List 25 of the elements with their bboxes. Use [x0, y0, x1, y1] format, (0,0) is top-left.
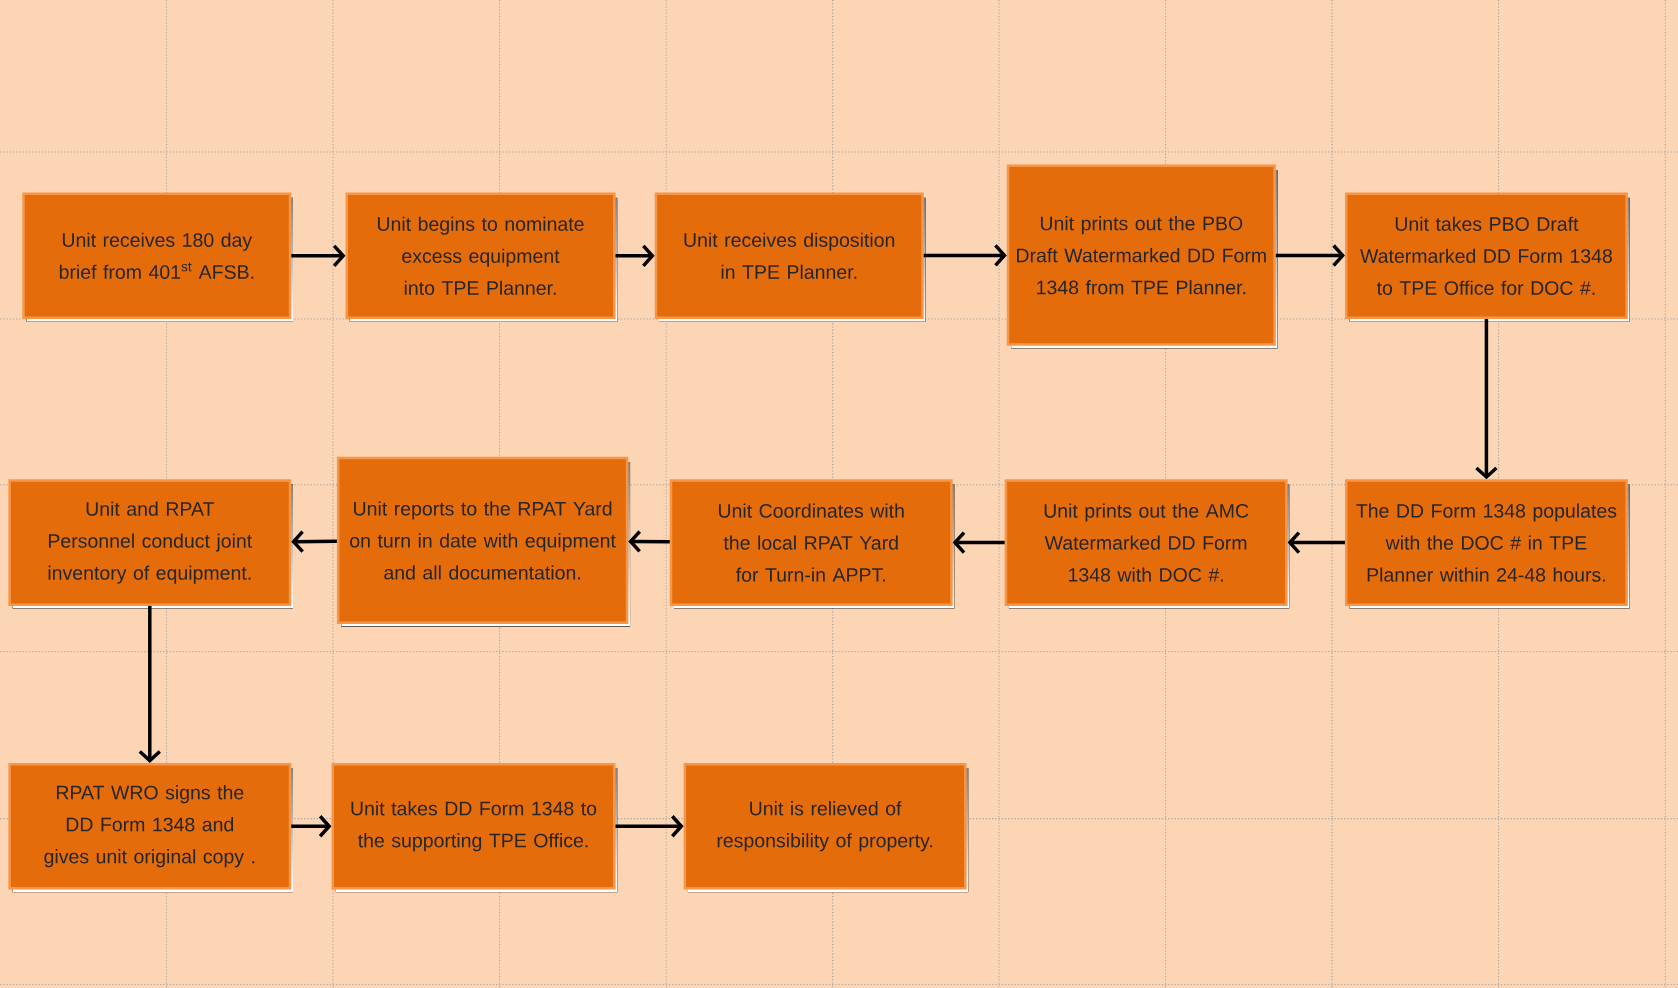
process-box: Unit reports to the RPAT Yard on turn in date with equipment and all documentation.	[336, 456, 629, 625]
process-box: The DD Form 1348 populates with the DOC # in TPE Planner within 24-48 hours.	[1344, 479, 1628, 606]
arrow	[615, 815, 684, 838]
process-box: Unit receives disposition in TPE Planner.	[654, 192, 924, 320]
arrow	[615, 244, 655, 267]
process-box: Unit begins to nominate excess equipment into TPE Planner.	[345, 192, 616, 320]
arrow	[291, 244, 346, 267]
process-box: Unit takes DD Form 1348 to the supporting TPE Office.	[331, 762, 616, 890]
arrow	[1275, 244, 1345, 267]
process-box: Unit takes PBO Draft Watermarked DD Form 1348 to TPE Office for DOC #.	[1344, 192, 1628, 320]
process-box: Unit prints out the PBO Draft Watermarked DD Form 1348 from TPE Planner.	[1006, 164, 1276, 346]
process-box: Unit Coordinates with the local RPAT Yard for Turn-in APPT.	[669, 479, 953, 606]
process-box: Unit is relieved of responsibility of property.	[683, 762, 967, 890]
arrow	[952, 531, 1005, 554]
arrow	[628, 530, 670, 553]
arrow	[923, 244, 1007, 267]
arrow	[138, 605, 161, 763]
arrow	[291, 815, 332, 838]
process-box: RPAT WRO signs the DD Form 1348 and gives unit original copy .	[8, 762, 292, 890]
process-box: Unit prints out the AMC Watermarked DD Form 1348 with DOC #.	[1004, 479, 1288, 606]
process-box: Unit and RPAT Personnel conduct joint inventory of equipment.	[8, 479, 292, 606]
arrow	[1287, 531, 1345, 554]
arrow	[1475, 319, 1498, 480]
process-box: Unit receives 180 day brief from 401$^{st}$ AFSB.	[22, 192, 292, 320]
arrow	[291, 530, 337, 553]
